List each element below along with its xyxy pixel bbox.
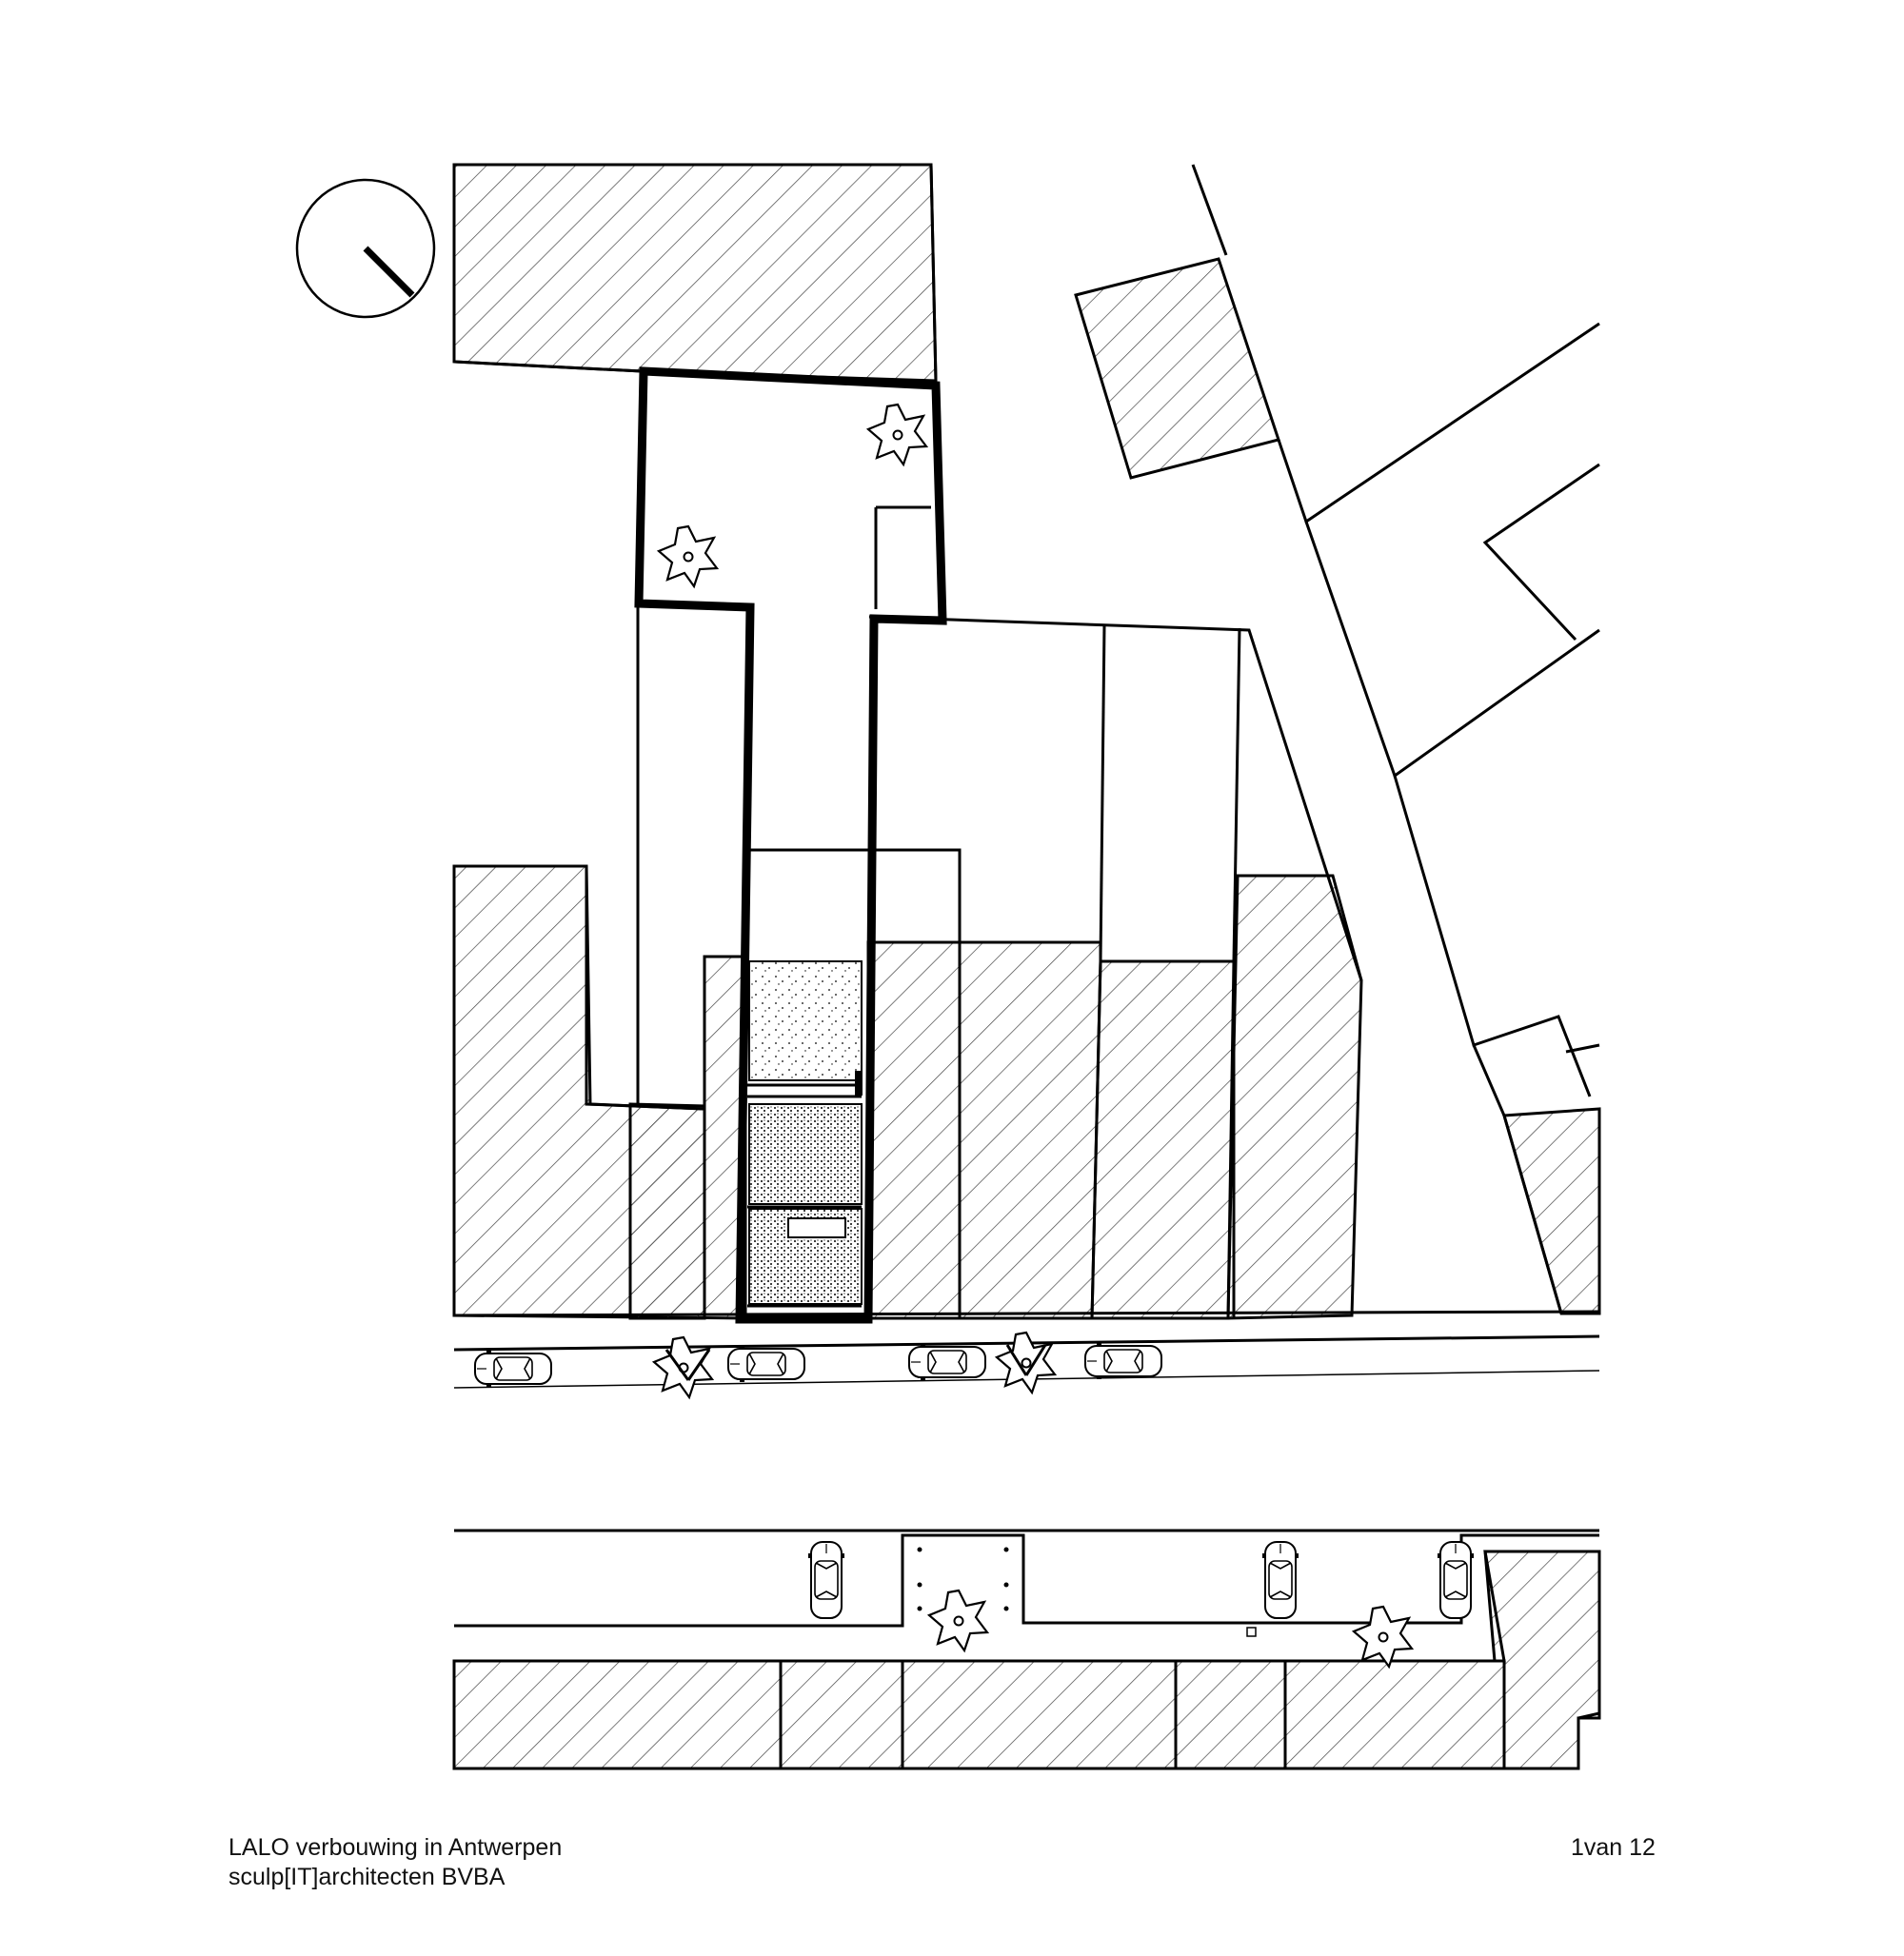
car-top-view-icon bbox=[908, 1343, 986, 1381]
gate-post bbox=[855, 1071, 863, 1096]
tree-star-icon bbox=[657, 524, 719, 588]
parcel-lines bbox=[453, 164, 1600, 1768]
stair-element bbox=[787, 1217, 846, 1238]
north-needle bbox=[363, 246, 415, 298]
plot-surfaces bbox=[747, 960, 863, 1308]
north-arrow bbox=[295, 178, 436, 319]
hatched-buildings bbox=[452, 163, 1601, 1770]
car-top-view-icon bbox=[727, 1345, 805, 1383]
bollard bbox=[1246, 1627, 1257, 1637]
building-front-2 bbox=[958, 940, 1102, 1320]
building-south-3 bbox=[901, 1659, 1178, 1770]
parked-cars bbox=[474, 1342, 1475, 1619]
car-top-view-icon bbox=[1437, 1541, 1475, 1619]
compass-circle-icon bbox=[295, 178, 436, 319]
project-title: LALO verbouwing in Antwerpen bbox=[228, 1834, 563, 1861]
building-front-4 bbox=[1226, 874, 1363, 1320]
car-top-view-icon bbox=[1084, 1342, 1162, 1380]
tree-star-icon bbox=[866, 403, 928, 466]
terrace-paving bbox=[748, 1103, 863, 1205]
building-front-3 bbox=[1090, 959, 1236, 1320]
building-front-west bbox=[628, 1102, 706, 1320]
trees bbox=[652, 403, 1414, 1669]
car-top-view-icon bbox=[1261, 1541, 1299, 1619]
tree-star-icon bbox=[927, 1589, 989, 1652]
tree-star-icon bbox=[1352, 1605, 1414, 1669]
car-top-view-icon bbox=[474, 1350, 552, 1388]
building-south-2 bbox=[779, 1659, 904, 1770]
building-northeast bbox=[1074, 257, 1280, 480]
building-south-1 bbox=[452, 1659, 783, 1770]
car-top-view-icon bbox=[807, 1541, 845, 1619]
garden-gravel bbox=[748, 960, 863, 1081]
street-planter bbox=[917, 1547, 1257, 1637]
building-south-4 bbox=[1174, 1659, 1287, 1770]
project-plot-outline bbox=[634, 366, 947, 1324]
office-name: sculp[IT]architecten BVBA bbox=[228, 1864, 506, 1890]
building-front-1 bbox=[866, 940, 962, 1320]
building-south-5 bbox=[1283, 1659, 1506, 1770]
title-block-left: LALO verbouwing in Antwerpen sculp[IT]ar… bbox=[228, 1833, 562, 1892]
building-north bbox=[452, 163, 938, 383]
page-number: 1van 12 bbox=[1571, 1834, 1656, 1861]
